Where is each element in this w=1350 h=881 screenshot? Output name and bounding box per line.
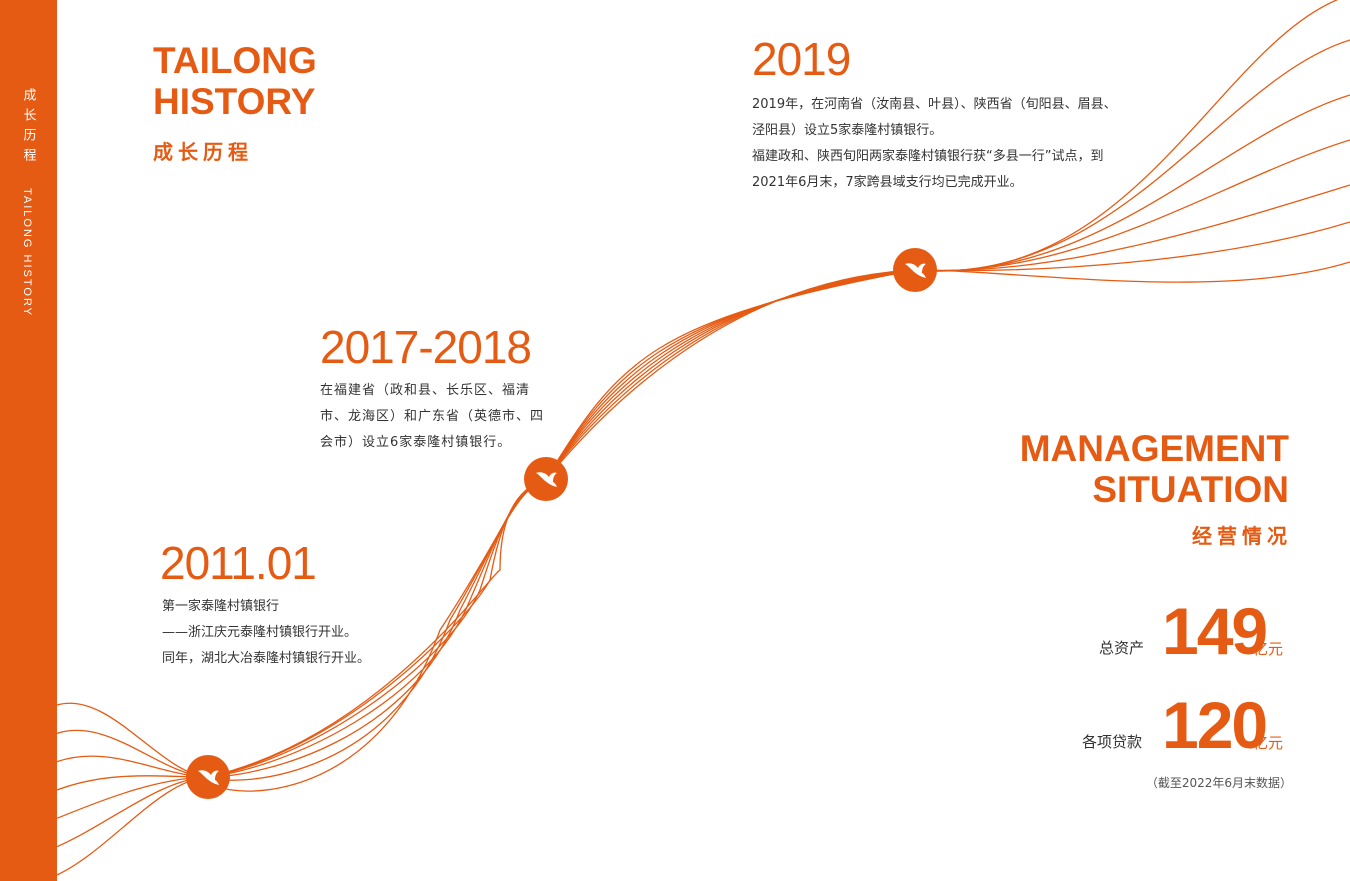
- milestone-line: ——浙江庆元泰隆村镇银行开业。: [162, 625, 358, 640]
- milestone-text-2019: 2019年，在河南省（汝南县、叶县）、陕西省（旬阳县、眉县、 泾阳县）设立5家泰…: [752, 92, 1117, 196]
- bird-logo-icon: [524, 457, 568, 501]
- management-heading-cn: 经营情况: [1192, 524, 1292, 548]
- milestone-line: 福建政和、陕西旬阳两家泰隆村镇银行获“多县一行”试点，到: [752, 149, 1104, 164]
- milestone-text-2017-2018: 在福建省（政和县、长乐区、福清 市、龙海区）和广东省（英德市、四 会市）设立6家…: [320, 378, 544, 456]
- milestone-line: 泾阳县）设立5家泰隆村镇银行。: [752, 123, 943, 138]
- milestone-line: 2019年，在河南省（汝南县、叶县）、陕西省（旬阳县、眉县、: [752, 97, 1117, 112]
- milestone-text-2011: 第一家泰隆村镇银行 ——浙江庆元泰隆村镇银行开业。 同年，湖北大冶泰隆村镇银行开…: [162, 594, 370, 672]
- stat-unit-loans: 亿元: [1253, 734, 1284, 752]
- milestone-line: 同年，湖北大冶泰隆村镇银行开业。: [162, 651, 371, 666]
- stat-value-total-assets: 149: [1162, 594, 1268, 668]
- milestone-line: 在福建省（政和县、长乐区、福清: [320, 383, 531, 398]
- footnote: （截至2022年6月末数据）: [1145, 776, 1292, 790]
- stat-label-total-assets: 总资产: [1099, 639, 1145, 657]
- history-heading-line2: HISTORY: [153, 81, 316, 122]
- sidebar-title-cn: 成长历程: [20, 88, 36, 168]
- history-heading-line1: TAILONG: [153, 40, 317, 81]
- history-heading: TAILONG HISTORY: [153, 40, 317, 122]
- management-heading: MANAGEMENT SITUATION: [1020, 428, 1289, 510]
- milestone-year-2011: 2011.01: [160, 537, 317, 589]
- bird-logo-icon: [186, 755, 230, 799]
- milestone-year-2017-2018: 2017-2018: [320, 321, 532, 373]
- stat-value-loans: 120: [1162, 688, 1268, 762]
- milestone-line: 会市）设立6家泰隆村镇银行。: [320, 435, 512, 450]
- stat-label-loans: 各项贷款: [1082, 733, 1143, 751]
- stat-unit-total-assets: 亿元: [1253, 640, 1284, 658]
- management-heading-line1: MANAGEMENT: [1019, 428, 1289, 469]
- milestone-year-2019: 2019: [752, 33, 851, 85]
- milestone-line: 2021年6月末，7家跨县域支行均已完成开业。: [752, 175, 1023, 190]
- bird-logo-icon: [893, 248, 937, 292]
- management-heading-line2: SITUATION: [1092, 469, 1289, 510]
- sidebar-title-en: TAILONG HISTORY: [21, 188, 33, 318]
- sidebar: 成长历程 TAILONG HISTORY: [0, 0, 57, 881]
- history-heading-cn: 成长历程: [153, 140, 253, 164]
- timeline-curve: [56, 221, 1350, 848]
- milestone-line: 市、龙海区）和广东省（英德市、四: [320, 409, 545, 424]
- milestone-line: 第一家泰隆村镇银行: [162, 599, 280, 614]
